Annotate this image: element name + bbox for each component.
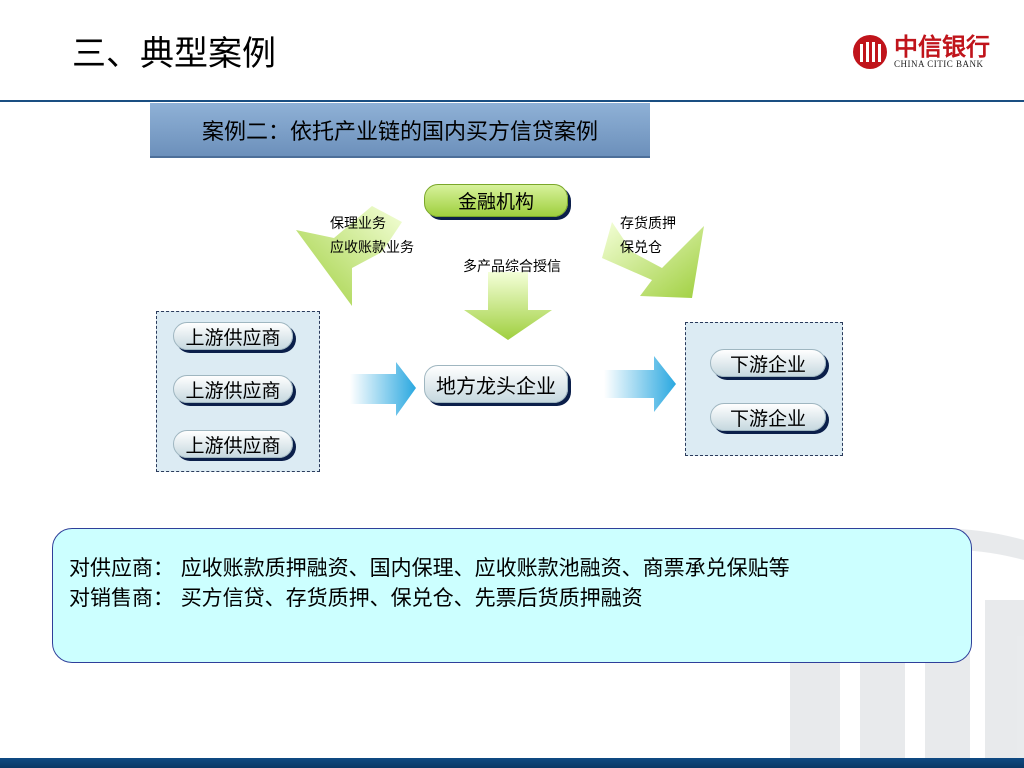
summary-box: 对供应商： 应收账款质押融资、国内保理、应收账款池融资、商票承兑保贴等 对销售商… bbox=[52, 528, 972, 663]
downstream-group bbox=[685, 322, 843, 456]
arrow-right-right bbox=[604, 356, 676, 412]
arrow-down-left bbox=[296, 206, 402, 306]
node-upstream-supplier: 上游供应商 bbox=[173, 430, 293, 458]
arrow-down-right bbox=[602, 222, 704, 298]
citic-emblem-icon bbox=[853, 35, 887, 69]
label-inventory-pledge: 存货质押 bbox=[620, 216, 676, 232]
summary-row-supplier: 对供应商： 应收账款质押融资、国内保理、应收账款池融资、商票承兑保贴等 bbox=[69, 553, 971, 583]
summary-seller-label: 对销售商： bbox=[69, 586, 174, 610]
node-financial-institution: 金融机构 bbox=[424, 184, 568, 217]
label-receivables: 应收账款业务 bbox=[330, 240, 414, 256]
footer-bar bbox=[0, 758, 1024, 768]
logo-text: 中信银行 CHINA CITIC BANK bbox=[894, 32, 990, 70]
label-factoring: 保理业务 bbox=[330, 216, 386, 232]
summary-seller-text: 买方信贷、存货质押、保兑仓、先票后货质押融资 bbox=[180, 586, 643, 610]
logo-name-en: CHINA CITIC BANK bbox=[894, 59, 984, 69]
node-upstream-supplier: 上游供应商 bbox=[173, 322, 293, 350]
node-downstream-enterprise: 下游企业 bbox=[710, 403, 826, 431]
label-left-services: 保理业务 应收账款业务 bbox=[330, 212, 414, 260]
label-center-credit: 多产品综合授信 bbox=[463, 259, 561, 275]
arrow-down-center bbox=[464, 272, 552, 340]
bank-logo: 中信银行 CHINA CITIC BANK bbox=[852, 30, 990, 74]
summary-row-seller: 对销售商： 买方信贷、存货质押、保兑仓、先票后货质押融资 bbox=[69, 583, 971, 613]
case-title: 案例二：依托产业链的国内买方信贷案例 bbox=[150, 103, 650, 158]
summary-supplier-label: 对供应商： bbox=[69, 556, 174, 580]
node-upstream-supplier: 上游供应商 bbox=[173, 375, 293, 403]
header-divider bbox=[0, 100, 1024, 102]
summary-supplier-text: 应收账款质押融资、国内保理、应收账款池融资、商票承兑保贴等 bbox=[180, 556, 790, 580]
node-downstream-enterprise: 下游企业 bbox=[710, 349, 826, 377]
page-title: 三、典型案例 bbox=[72, 34, 276, 74]
label-right-services: 存货质押 保兑仓 bbox=[620, 212, 676, 260]
logo-name-cn: 中信银行 bbox=[894, 32, 990, 61]
node-core-enterprise: 地方龙头企业 bbox=[424, 365, 568, 403]
label-confirming-storage: 保兑仓 bbox=[620, 240, 662, 256]
arrow-right-left bbox=[350, 362, 416, 416]
